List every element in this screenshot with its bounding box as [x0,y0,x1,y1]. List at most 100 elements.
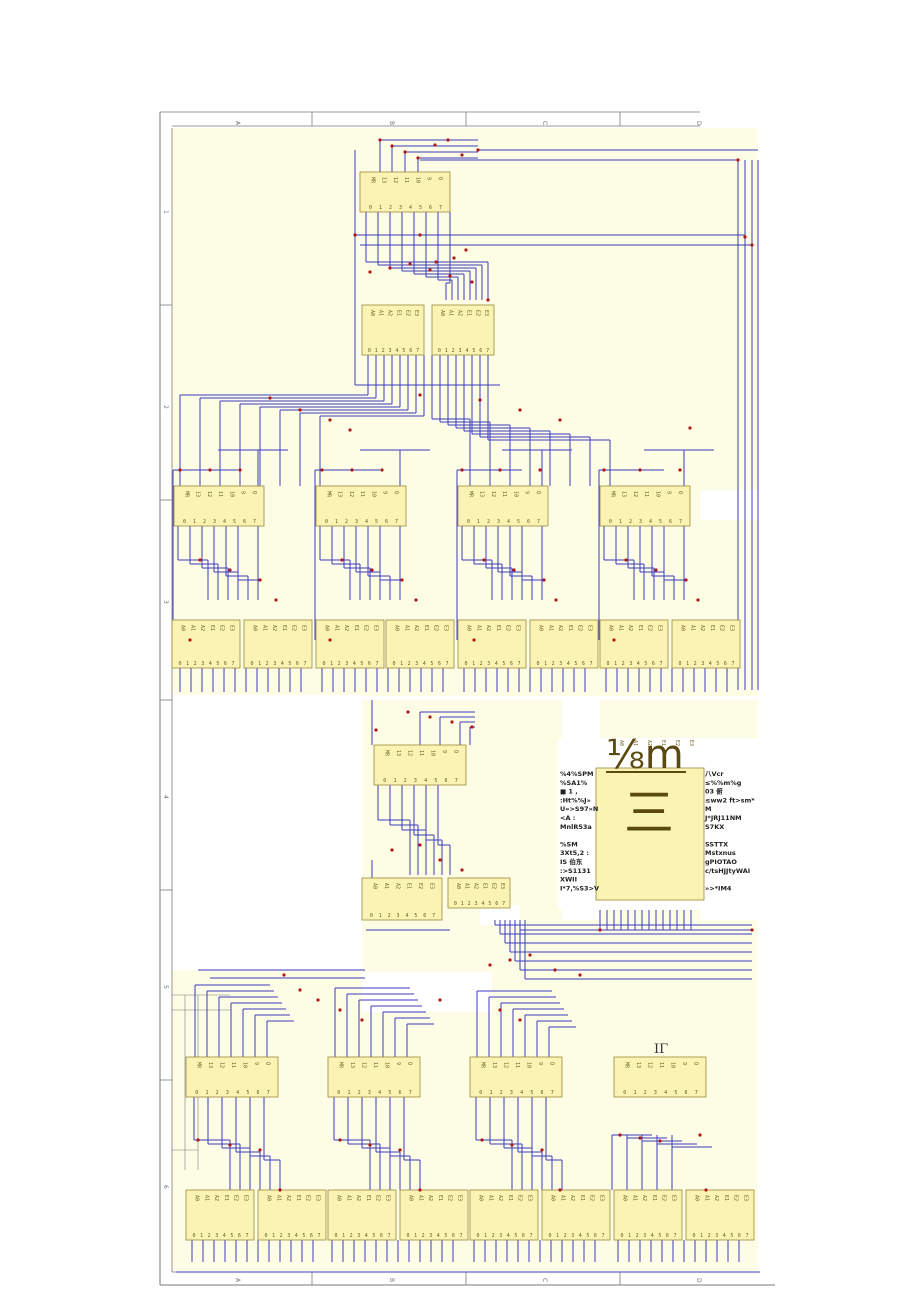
junction-dot [612,638,616,642]
chip-pin-number: 2 [644,1090,647,1096]
chip-pin-label: 13 [337,491,343,497]
chip-pin-label: E3 [742,1195,748,1201]
chip-pin-number: 1 [200,1233,203,1239]
chip-pin-label: E1 [481,883,487,889]
chip-pin-number: 5 [530,1090,533,1096]
chip-pin-label: E3 [688,740,694,746]
chip-pin-label: E3 [586,625,592,631]
chip-pin-number: 3 [414,778,417,784]
junction-dot [486,298,490,302]
chip-pin-label: 9 [395,1062,401,1065]
ic-chip-body [361,877,443,921]
chip-pin-number: 4 [424,778,427,784]
chip-pin-number: 7 [445,661,448,667]
chip-pin-number: 6 [380,1233,383,1239]
chip-pin-number: 7 [459,1233,462,1239]
chip-pin-label: A1 [703,1195,709,1201]
ic-chip-body [359,171,451,213]
chip-pin-number: 6 [479,348,482,354]
column-label: D [695,121,702,126]
junction-dot [274,598,278,602]
row-label: 4 [162,795,169,799]
junction-dot [368,270,372,274]
blank-region [362,972,492,1012]
chip-pin-number: 1 [272,1233,275,1239]
chip-pin-number: 6 [296,661,299,667]
chip-pin-label: A1 [378,310,384,316]
chip-pin-label: A1 [448,310,454,316]
note-text-left: <A : [560,814,575,822]
chip-pin-number: 5 [375,519,378,525]
chip-pin-number: 3 [510,1090,513,1096]
chip-pin-label: A0 [408,1195,414,1201]
chip-pin-number: 0 [438,348,441,354]
chip-pin-label: A2 [699,625,705,631]
chip-pin-label: Q [677,491,683,494]
main-symbol: ⅛m [606,732,684,778]
chip-pin-number: 0 [370,913,373,919]
chip-pin-number: 3 [497,519,500,525]
ic-chip-body [327,1056,421,1098]
chip-pin-label: E1 [406,883,412,889]
chip-pin-label: MR [196,1062,202,1069]
chip-pin-number: 2 [266,661,269,667]
chip-pin-label: A1 [189,625,195,631]
junction-dot [414,598,418,602]
column-label: B [388,1278,395,1282]
ic-chip-body [613,1189,683,1241]
chip-pin-number: 1 [484,1233,487,1239]
junction-dot [542,578,546,582]
row-label: 2 [162,405,169,409]
chip-pin-number: 0 [368,348,371,354]
chip-pin-label: E2 [719,625,725,631]
ic-chip-body [685,1189,755,1241]
junction-dot [298,988,302,992]
chip-pin-number: 3 [201,661,204,667]
chip-pin-number: 1 [700,1233,703,1239]
junction-dot [418,233,422,237]
chip-pin-number: 5 [230,1233,233,1239]
chip-pin-number: 5 [517,519,520,525]
chip-pin-label: A0 [466,625,472,631]
chip-pin-label: 10 [414,177,420,183]
chip-pin-label: E1 [353,625,359,631]
chip-pin-number: 3 [639,519,642,525]
chip-pin-label: E3 [456,1195,462,1201]
chip-pin-number: 6 [423,913,426,919]
chip-pin-number: 5 [658,1233,661,1239]
chip-pin-label: Q [407,1062,413,1065]
chip-pin-number: 4 [481,901,484,907]
chip-pin-label: E3 [314,1195,320,1201]
chip-pin-label: A1 [689,625,695,631]
chip-pin-number: 2 [389,205,392,211]
column-label: C [541,121,548,125]
chip-pin-number: 6 [724,661,727,667]
note-text-right: ≤ww2 ft>sm* [705,796,755,804]
note-text-right: Mstxnus [705,849,736,857]
note-text-left: IS 伯东 [560,857,583,866]
junction-dot [428,715,432,719]
chip-pin-label: 10 [512,491,518,497]
chip-pin-number: 3 [487,661,490,667]
junction-dot [228,1143,232,1147]
ic-chip-body [173,485,265,527]
ic-chip-body [447,877,511,909]
ic-chip-body [541,1189,611,1241]
chip-pin-number: 4 [709,661,712,667]
chip-pin-label: E2 [375,1195,381,1201]
chip-pin-number: 0 [607,661,610,667]
chip-pin-number: 4 [365,519,368,525]
chip-pin-number: 6 [429,205,432,211]
junction-dot [460,153,464,157]
chip-pin-number: 2 [492,1233,495,1239]
chip-pin-number: 6 [666,1233,669,1239]
chip-pin-label: A2 [413,625,419,631]
chip-pin-number: 6 [522,1233,525,1239]
junction-dot [228,568,232,572]
chip-pin-number: 7 [395,519,398,525]
chip-pin-number: 0 [537,661,540,667]
chip-pin-number: 3 [415,661,418,667]
large-ic-chip [595,767,705,901]
chip-pin-label: 9 [441,750,447,753]
